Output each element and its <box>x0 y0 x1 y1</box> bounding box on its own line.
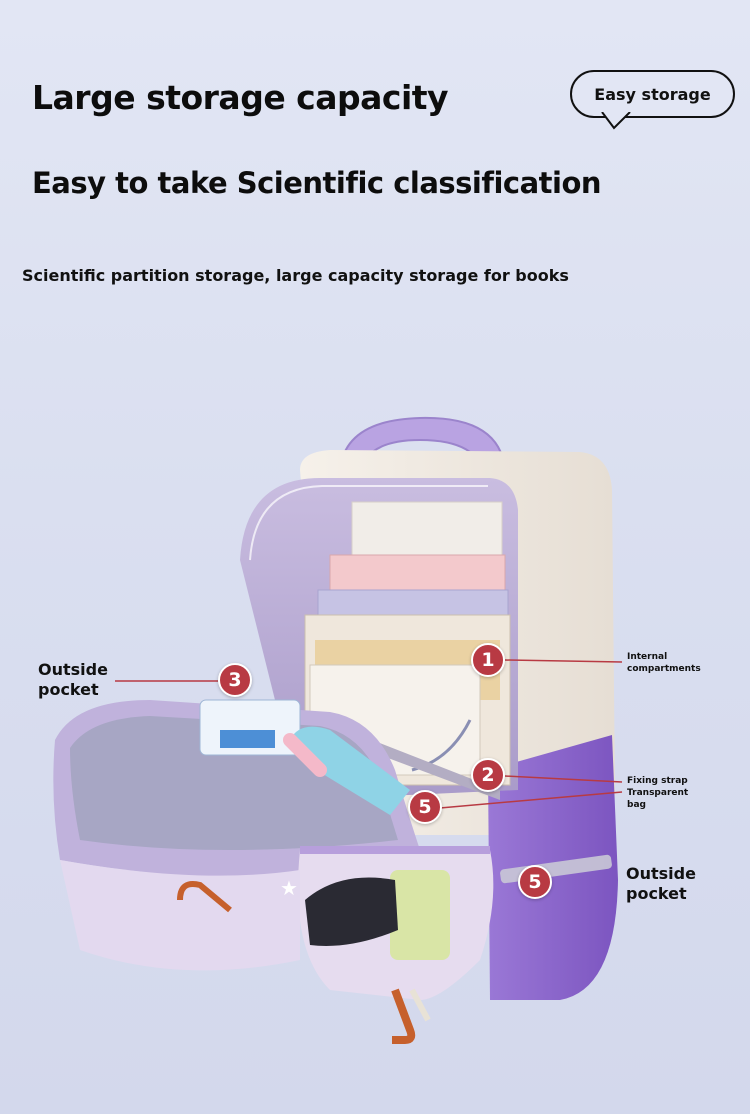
bottom-strap <box>177 881 232 913</box>
subheadline: Easy to take Scientific classification <box>32 166 602 200</box>
speech-bubble-tail-icon <box>601 112 631 130</box>
callout-label-outside-pocket-right: Outside pocket <box>626 864 696 903</box>
callout-label-fixing-strap: Fixing strap <box>627 776 688 786</box>
callout-badge-5a: 5 <box>408 790 442 824</box>
callout-badge-5b: 5 <box>518 865 552 899</box>
callout-label-transparent-bag: Transparent bag <box>627 788 689 810</box>
callout-badge-2: 2 <box>471 758 505 792</box>
leader-line-5a <box>439 791 623 809</box>
blue-label <box>220 730 275 748</box>
left-side-panel <box>60 860 300 971</box>
side-strap <box>391 988 416 1044</box>
callout-label-outside-pocket-left: Outside pocket <box>38 660 108 699</box>
star-decoration: ★ <box>280 876 298 900</box>
leader-line-1 <box>504 659 623 663</box>
callout-badge-1: 1 <box>471 643 505 677</box>
easy-storage-bubble: Easy storage <box>570 70 735 118</box>
inner-black-lining <box>305 877 398 946</box>
fixing-strap <box>372 740 500 800</box>
headline: Large storage capacity <box>32 78 449 117</box>
callout-label-internal-compartments: Internal compartments <box>627 652 701 674</box>
callout-badge-3: 3 <box>218 663 252 697</box>
pencil-case <box>290 726 410 815</box>
description: Scientific partition storage, large capa… <box>22 266 569 285</box>
leader-line-2 <box>504 775 623 783</box>
inner-lime-card <box>390 870 450 960</box>
